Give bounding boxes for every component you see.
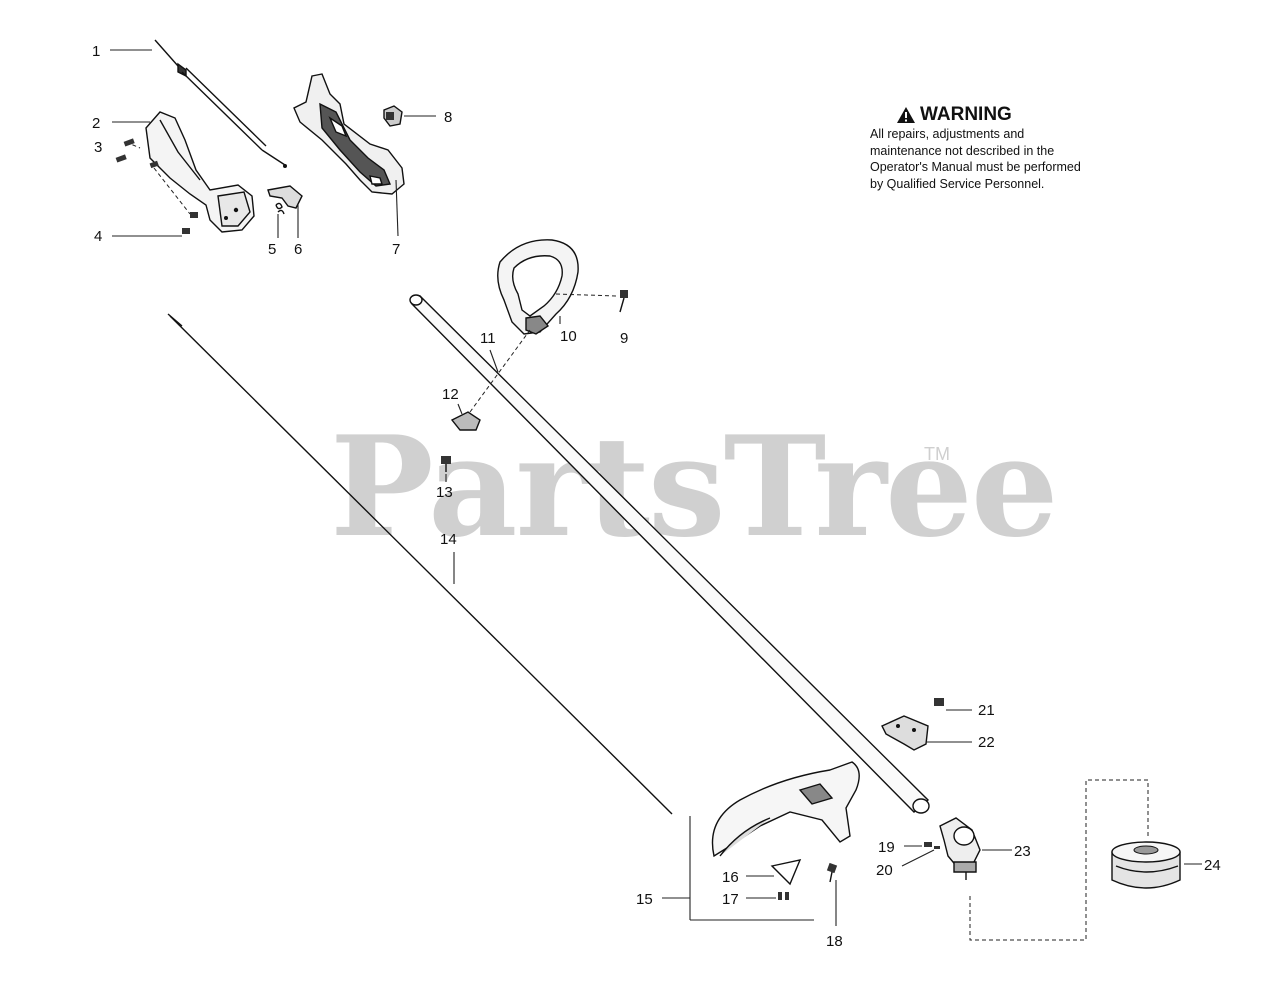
part-screws-4: [182, 212, 198, 234]
warning-title: WARNING: [920, 104, 1012, 125]
part-stop-switch: [383, 105, 403, 127]
part-shield-bolt: [826, 862, 838, 883]
callout-4: 4: [94, 228, 102, 245]
callout-14: 14: [440, 531, 457, 548]
callout-3: 3: [94, 139, 102, 156]
callout-6: 6: [294, 241, 302, 258]
callout-2: 2: [92, 115, 100, 132]
part-loop-handle: [497, 239, 579, 335]
callout-8: 8: [444, 109, 452, 126]
warning-body: All repairs, adjustments and maintenance…: [870, 127, 1081, 191]
partstree-watermark: PartsTree: [330, 405, 1059, 568]
callout-labels: 1 2 3 4 5 6 7 8 9 10 11 12 13 14 15 16 1…: [92, 43, 1221, 950]
callout-1: 1: [92, 43, 100, 60]
callout-21: 21: [978, 702, 995, 719]
part-gear-head: [939, 817, 981, 880]
trademark-symbol: TM: [924, 444, 950, 464]
part-handle-clamp: [450, 329, 531, 431]
callout-12: 12: [442, 386, 459, 403]
part-drive-tube: [409, 294, 930, 814]
part-handle-bolt: [555, 290, 628, 313]
warning-triangle-icon: [897, 107, 915, 123]
part-line-cutter: [770, 859, 802, 886]
callout-16: 16: [722, 869, 739, 886]
part-screws-17: [778, 892, 789, 900]
callout-22: 22: [978, 734, 995, 751]
part-handle-housing: [125, 111, 255, 233]
leader-lines: [110, 49, 1202, 926]
callout-24: 24: [1204, 857, 1221, 874]
callout-13: 13: [436, 484, 453, 501]
callout-15: 15: [636, 891, 653, 908]
part-spring: [275, 202, 285, 215]
part-debris-shield: [711, 761, 860, 858]
callout-19: 19: [878, 839, 895, 856]
part-handle-half: [293, 73, 405, 195]
callout-17: 17: [722, 891, 739, 908]
part-screw-19: [924, 842, 932, 847]
part-screw-21: [934, 698, 944, 706]
connector-dashed: [969, 779, 1149, 941]
callout-23: 23: [1014, 843, 1031, 860]
callout-7: 7: [392, 241, 400, 258]
warning-heading: WARNING: [896, 104, 1100, 126]
part-pin-20: [934, 846, 940, 849]
part-throttle-cable: [154, 39, 287, 168]
part-trimmer-head: [1111, 841, 1181, 889]
part-screw-13: [441, 456, 451, 472]
warning-notice: WARNING All repairs, adjustments and mai…: [870, 104, 1100, 192]
callout-18: 18: [826, 933, 843, 950]
part-throttle-trigger: [267, 185, 303, 209]
part-shield-bracket: [881, 715, 929, 751]
callout-10: 10: [560, 328, 577, 345]
callout-9: 9: [620, 330, 628, 347]
callout-20: 20: [876, 862, 893, 879]
callout-11: 11: [480, 330, 496, 347]
part-drive-shaft: [167, 313, 673, 815]
callout-5: 5: [268, 241, 276, 258]
part-screws-3: [115, 138, 159, 169]
